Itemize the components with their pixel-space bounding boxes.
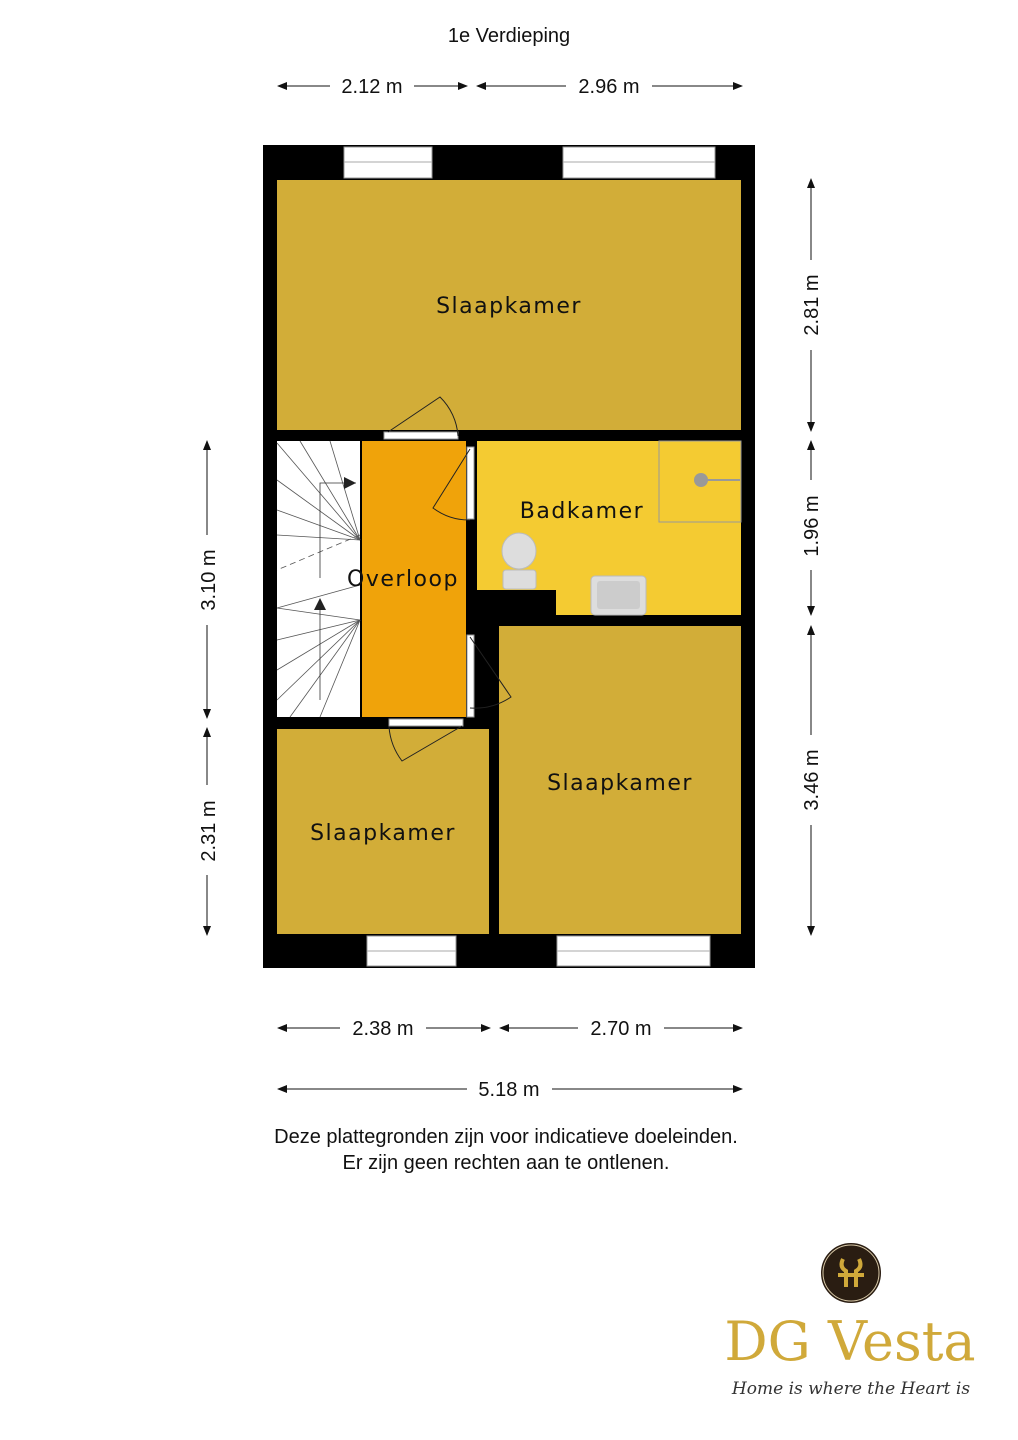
dimension-right-top: 2.81 m [801, 178, 823, 432]
disclaimer-line-2: Er zijn geen rechten aan te ontlenen. [343, 1152, 670, 1174]
dimension-bottom-total: 5.18 m [277, 1079, 743, 1101]
dimension-left-bottom: 2.31 m [198, 727, 220, 936]
svg-text:3.10 m: 3.10 m [198, 549, 220, 610]
logo-emblem-icon [819, 1241, 883, 1305]
shower-icon [658, 440, 742, 523]
room-landing [362, 441, 466, 717]
svg-text:2.38 m: 2.38 m [352, 1018, 413, 1040]
svg-text:1.96 m: 1.96 m [801, 495, 823, 556]
dimension-top-left: 2.12 m [277, 76, 468, 98]
svg-text:5.18 m: 5.18 m [478, 1079, 539, 1101]
room-bedroom-right [499, 626, 741, 934]
toilet-icon [501, 532, 537, 590]
svg-text:2.12 m: 2.12 m [341, 76, 402, 98]
dimension-left-top: 3.10 m [198, 440, 220, 719]
door [383, 396, 512, 762]
label-bedroom-left: Slaapkamer [310, 821, 456, 846]
svg-text:3.46 m: 3.46 m [801, 749, 823, 810]
label-bedroom-right: Slaapkamer [547, 771, 693, 796]
label-landing: Overloop [347, 567, 459, 592]
room-bedroom-top [277, 180, 741, 430]
label-bedroom-top: Slaapkamer [436, 294, 582, 319]
floor-title: 1e Verdieping [448, 25, 570, 47]
dimension-right-bottom: 3.46 m [801, 625, 823, 936]
logo-name: DG Vesta [724, 1310, 975, 1373]
svg-text:2.31 m: 2.31 m [198, 800, 220, 861]
dimension-bottom-left: 2.38 m [277, 1018, 491, 1040]
svg-text:2.81 m: 2.81 m [801, 274, 823, 335]
disclaimer-line-1: Deze plattegronden zijn voor indicatieve… [274, 1126, 738, 1148]
dimension-right-middle: 1.96 m [801, 440, 823, 616]
svg-text:2.70 m: 2.70 m [590, 1018, 651, 1040]
room-bedroom-left [277, 729, 489, 934]
dimension-bottom-right: 2.70 m [499, 1018, 743, 1040]
sink-icon [590, 575, 647, 616]
svg-text:2.96 m: 2.96 m [578, 76, 639, 98]
label-bathroom: Badkamer [520, 499, 644, 524]
dimension-top-right: 2.96 m [476, 76, 743, 98]
logo-tagline: Home is where the Heart is [731, 1379, 970, 1399]
